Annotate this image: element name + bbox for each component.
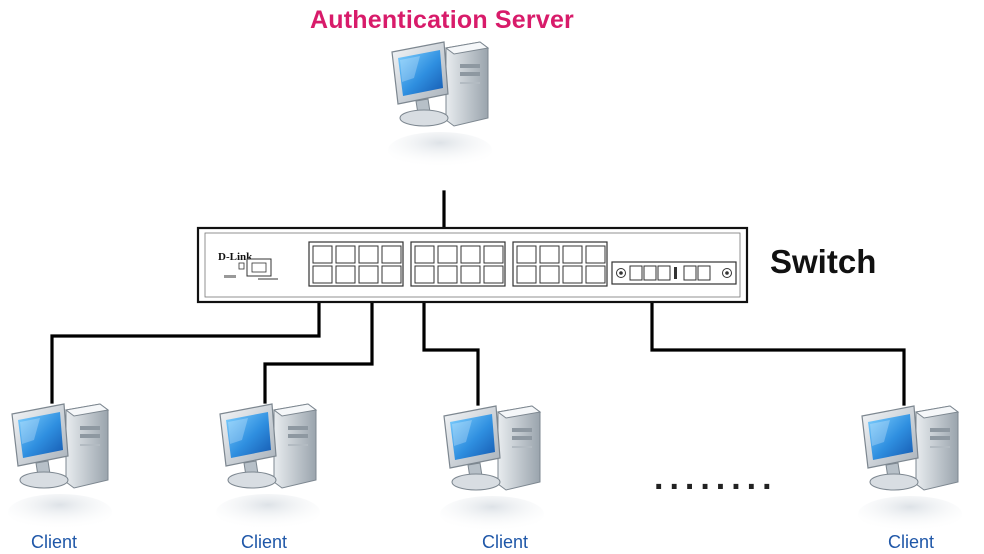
- switch-label: Switch: [770, 243, 877, 280]
- switch-brand-logo: D-Link: [218, 251, 253, 263]
- client-computer-3: [439, 405, 545, 533]
- more-clients-ellipsis: ........: [654, 459, 778, 497]
- client-2-cable: [263, 282, 374, 404]
- port-bank-1: [308, 241, 404, 287]
- client-4-cable: [650, 270, 906, 406]
- client-computer-4: [857, 405, 963, 533]
- uplink-module: [611, 261, 737, 285]
- client-label-3: Client: [482, 532, 529, 552]
- client-label-4: Client: [888, 532, 935, 552]
- network-switch-icon: D-Link: [196, 226, 749, 304]
- client-label-2: Client: [241, 532, 288, 552]
- client-1-cable: [50, 282, 321, 404]
- port-bank-2: [410, 241, 506, 287]
- client-label-1: Client: [31, 532, 78, 552]
- client-3-cable: [422, 282, 480, 406]
- authentication-server-icon: [387, 41, 493, 169]
- port-bank-3: [512, 241, 608, 287]
- network-cables: [50, 190, 906, 406]
- authentication-server-title: Authentication Server: [310, 6, 574, 34]
- client-computer-2: [215, 403, 321, 531]
- client-computer-1: [7, 403, 113, 531]
